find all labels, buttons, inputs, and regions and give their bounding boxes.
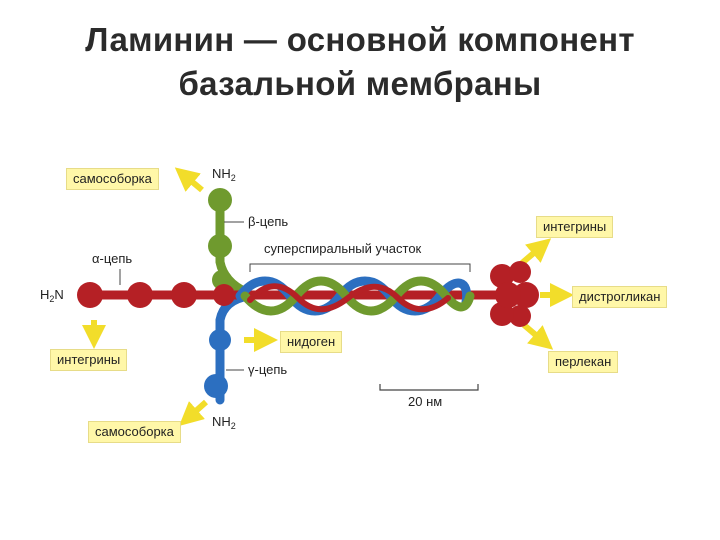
scale-bar-label: 20 нм [408,394,443,409]
arrow-up-left-icon [174,167,204,193]
g-domains [490,261,539,327]
self-assembly-top-label: самособорка [66,168,159,190]
self-assembly-bottom-label: самособорка [88,421,181,443]
title-line-1: Ламинин — основной компонент [85,21,635,58]
gamma-chain-label: γ-цепь [248,362,288,377]
beta-chain [208,188,251,297]
scale-bar [379,384,479,391]
arrow-down-right-icon [522,322,554,350]
coiled-coil [235,276,475,316]
coiled-coil-bracket [249,263,471,272]
coiled-coil-label: суперспиральный участок [264,241,422,256]
nidogen-label: нидоген [280,331,343,353]
h2n-left-label: H2N [40,287,64,304]
nh2-bottom-label: NH2 [212,414,236,431]
beta-chain-label: β-цепь [248,214,289,229]
arrow-up-right-icon [520,238,552,266]
page-title: Ламинин — основной компонент базальной м… [0,18,720,106]
alpha-chain-label: α-цепь [92,251,133,266]
arrows [82,167,574,426]
integrins-left-label: интегрины [50,349,128,371]
gamma-chain [204,291,253,405]
dystroglycan-label: дистрогликан [572,286,668,308]
perlecan-label: перлекан [548,351,619,373]
title-line-2: базальной мембраны [178,65,542,102]
nh2-top-label: NH2 [212,166,236,183]
integrins-right-label: интегрины [536,216,614,238]
arrow-down-left-icon [179,399,208,426]
